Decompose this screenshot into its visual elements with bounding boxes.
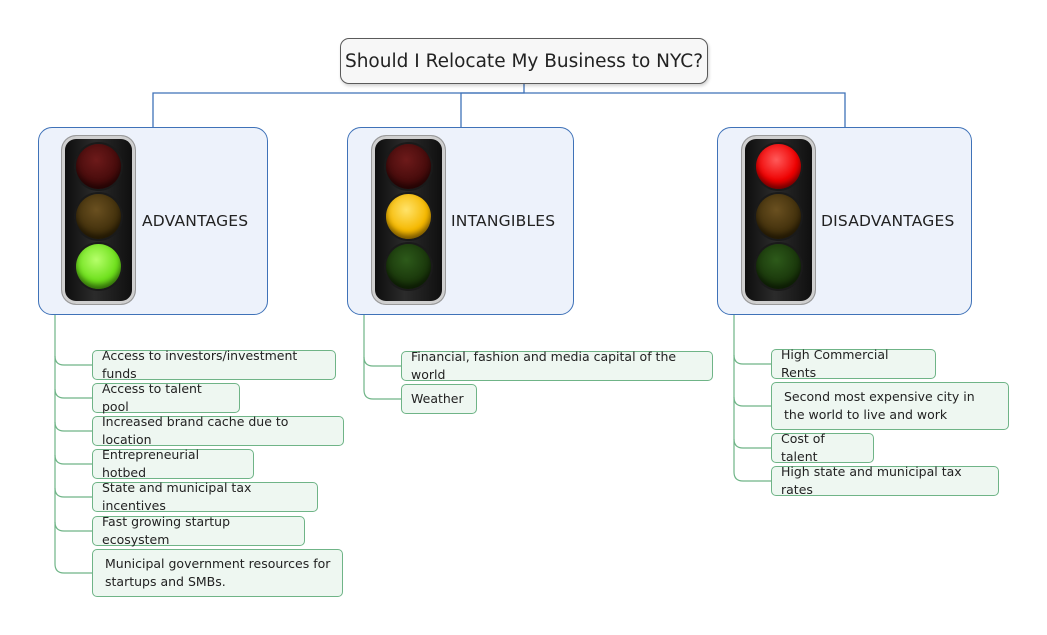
leaf-topic[interactable]: High state and municipal tax rates xyxy=(771,464,999,497)
leaf-topic[interactable]: Fast growing startup ecosystem xyxy=(92,514,305,547)
leaf-topic[interactable]: State and municipal tax incentives xyxy=(92,480,318,513)
leaf-topic[interactable]: High Commercial Rents xyxy=(771,347,936,380)
branch-disadvantages[interactable]: DISADVANTAGES xyxy=(717,127,972,315)
leaf-topic[interactable]: Municipal government resources for start… xyxy=(92,549,343,597)
leaf-topic[interactable]: Access to investors/investment funds xyxy=(92,348,336,381)
traffic-light-green-icon xyxy=(62,136,135,304)
branch-advantages[interactable]: ADVANTAGES xyxy=(38,127,268,315)
central-topic-title: Should I Relocate My Business to NYC? xyxy=(344,50,704,72)
branch-label-disadvantages: DISADVANTAGES xyxy=(821,212,955,230)
branch-label-intangibles: INTANGIBLES xyxy=(451,212,556,230)
leaf-topic[interactable]: Weather xyxy=(401,384,477,414)
traffic-light-yellow-icon xyxy=(372,136,445,304)
leaf-topic[interactable]: Access to talent pool xyxy=(92,381,240,414)
leaf-topic[interactable]: Entrepreneurial hotbed xyxy=(92,447,254,480)
traffic-light-red-icon xyxy=(742,136,815,304)
leaf-topic[interactable]: Increased brand cache due to location xyxy=(92,414,344,447)
leaf-topic[interactable]: Cost of talent xyxy=(771,431,874,464)
branch-label-advantages: ADVANTAGES xyxy=(142,212,249,230)
central-topic[interactable]: Should I Relocate My Business to NYC? xyxy=(340,38,708,84)
leaf-topic[interactable]: Financial, fashion and media capital of … xyxy=(401,349,713,382)
branch-intangibles[interactable]: INTANGIBLES xyxy=(347,127,574,315)
leaf-topic[interactable]: Second most expensive city in the world … xyxy=(771,382,1009,430)
